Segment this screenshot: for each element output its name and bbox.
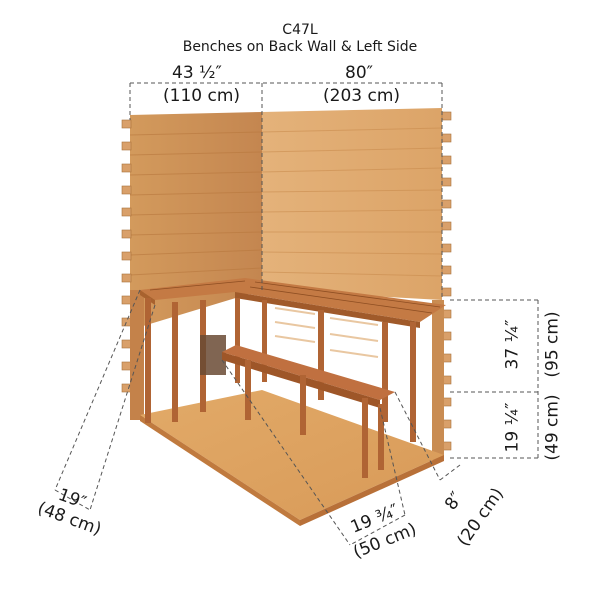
- upper-bench: [140, 278, 446, 442]
- floor: [140, 390, 444, 526]
- left-wall-width-imperial: 43 ½″: [172, 63, 222, 83]
- back-wall: [261, 108, 443, 300]
- model-title: C47L: [282, 22, 318, 38]
- lower-bench: [222, 345, 395, 478]
- left-wall-lower: [130, 290, 144, 420]
- back-wall-width-imperial: 80″: [345, 63, 373, 83]
- back-wall-width-metric: (203 cm): [323, 86, 401, 106]
- heater: [200, 335, 226, 375]
- lower-bench-height-imperial: 19 ¼″: [502, 402, 523, 453]
- upper-bench-height-imperial: 37 ¼″: [502, 319, 523, 370]
- left-wall-width-metric: (110 cm): [163, 86, 241, 106]
- left-wall: [129, 112, 263, 330]
- lower-bench-height-metric: (49 cm): [542, 394, 563, 461]
- back-wall-lower: [432, 300, 444, 460]
- wall-edge-joints: [121, 111, 452, 451]
- layout-subtitle: Benches on Back Wall & Left Side: [182, 39, 418, 55]
- dimension-lines: [54, 82, 540, 546]
- upper-bench-height-metric: (95 cm): [542, 311, 563, 378]
